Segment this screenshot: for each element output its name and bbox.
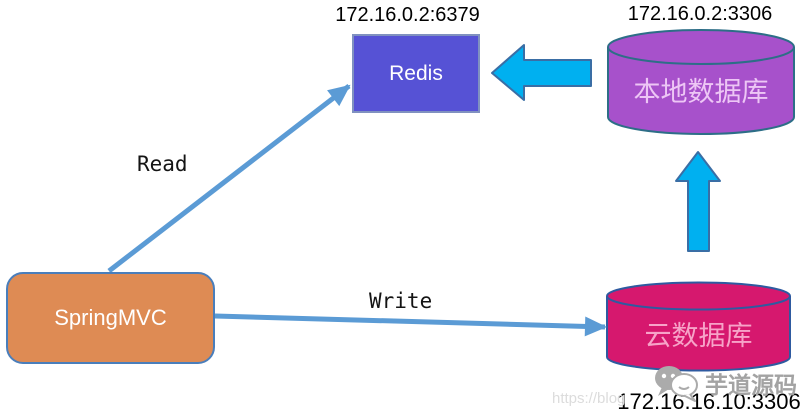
cloud-db-label: 云数据库 bbox=[644, 321, 753, 351]
url-watermark: https://blog bbox=[552, 390, 626, 407]
cloud-db-cylinder-body bbox=[606, 296, 791, 372]
chat-bubbles-icon bbox=[655, 366, 698, 402]
read-edge-label: Read bbox=[137, 152, 188, 176]
write-edge-label: Write bbox=[369, 289, 433, 313]
brand-watermark-text: 芋道源码 bbox=[705, 372, 797, 398]
write-arrow bbox=[214, 313, 607, 337]
read-arrow bbox=[107, 84, 351, 273]
local-db-ip-label: 172.16.0.2:3306 bbox=[627, 3, 773, 25]
local-db-to-redis-block-arrow bbox=[491, 44, 592, 101]
local-db-cylinder-top bbox=[607, 29, 795, 65]
local-db-cylinder-body bbox=[607, 47, 795, 135]
brand-watermark: 芋道源码 bbox=[653, 364, 802, 402]
redis-node-label: Redis bbox=[389, 61, 443, 85]
redis-node: Redis bbox=[352, 34, 480, 113]
cloud-db-ip-label: 172.16.16.10:3306 bbox=[617, 389, 801, 414]
springmvc-node-label: SpringMVC bbox=[54, 305, 167, 330]
cloud-db-to-local-db-block-arrow bbox=[675, 151, 721, 252]
local-db-label: 本地数据库 bbox=[633, 77, 769, 107]
redis-ip-label: 172.16.0.2:6379 bbox=[335, 4, 480, 26]
cloud-db-cylinder-top bbox=[606, 281, 791, 311]
springmvc-node: SpringMVC bbox=[6, 272, 215, 364]
